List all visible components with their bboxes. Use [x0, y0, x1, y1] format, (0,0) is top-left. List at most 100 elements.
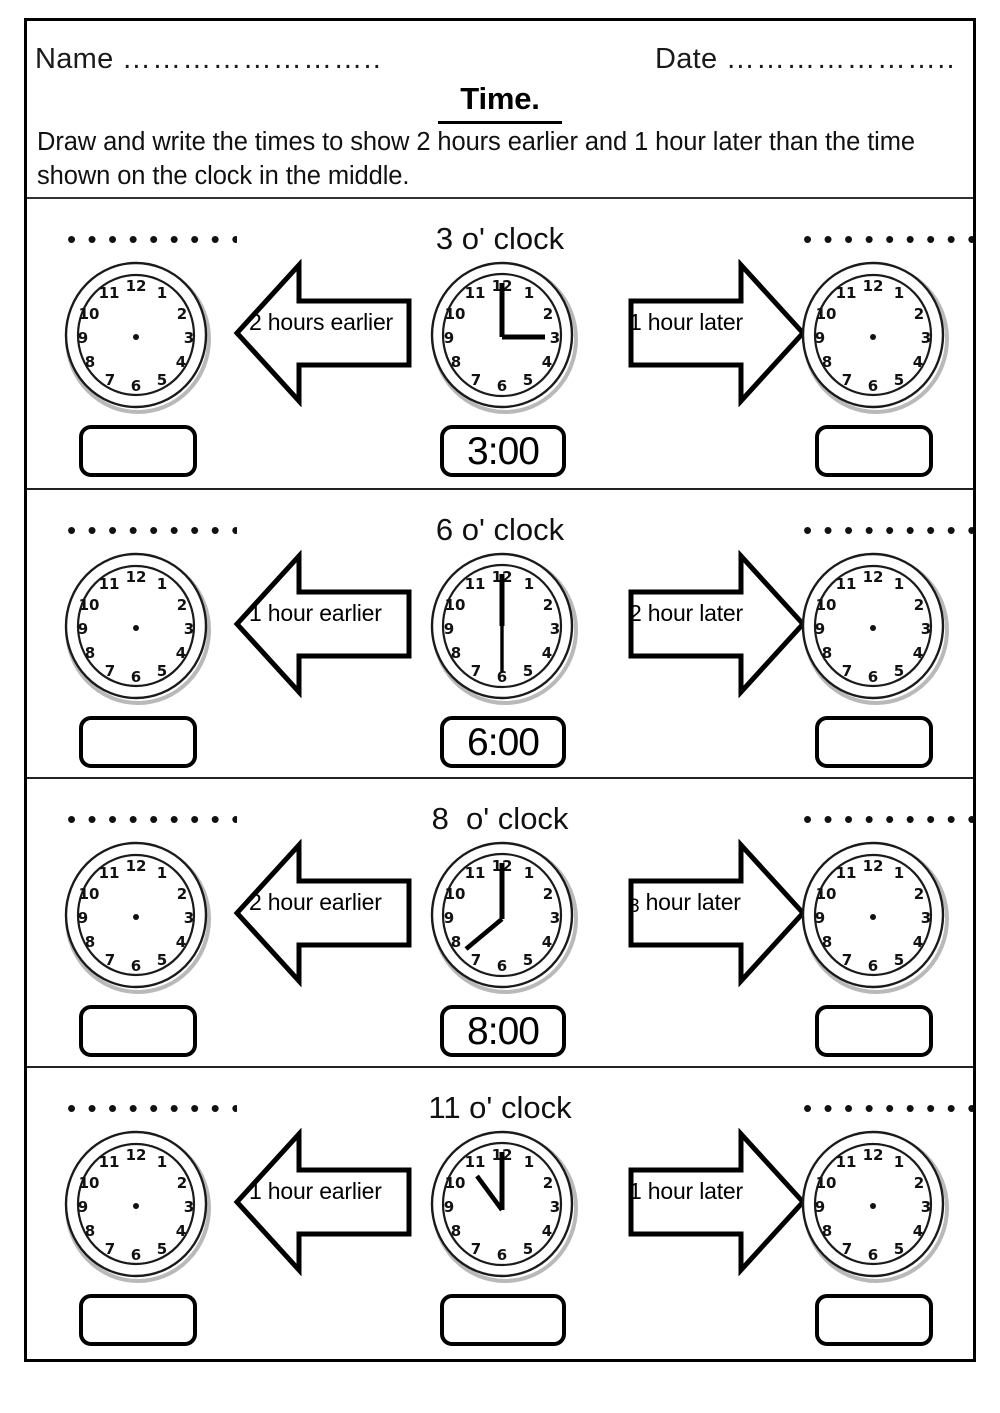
svg-text:2: 2	[914, 305, 924, 323]
svg-text:2: 2	[543, 596, 553, 614]
write-time-dotted-line[interactable]: • • • • • • • • • • • • • • • • • •	[803, 229, 973, 249]
svg-text:6: 6	[131, 377, 141, 395]
write-time-dotted-line[interactable]: • • • • • • • • • • • • • • • • • •	[803, 520, 973, 540]
name-label-text: Name	[35, 43, 114, 75]
date-field[interactable]: Date …………………..	[655, 43, 956, 76]
svg-text:7: 7	[105, 1240, 115, 1258]
svg-text:5: 5	[157, 662, 167, 680]
svg-text:4: 4	[542, 1222, 552, 1240]
write-time-dotted-line[interactable]: • • • • • • • • • • • • • • • • • •	[803, 1098, 973, 1118]
svg-text:11: 11	[99, 1153, 120, 1171]
svg-text:3: 3	[184, 909, 194, 927]
arrow-left: 2 hour earlier	[233, 839, 425, 987]
answer-box[interactable]	[815, 716, 933, 768]
svg-text:9: 9	[78, 329, 88, 347]
svg-text:3: 3	[921, 620, 931, 638]
svg-text:1: 1	[894, 575, 904, 593]
svg-text:4: 4	[176, 644, 186, 662]
answer-cell-later: • • • • • • • • • • • • • • • • • • 121 …	[779, 520, 973, 770]
write-time-dotted-line[interactable]: • • • • • • • • • • • • • • • • • •	[67, 520, 237, 540]
svg-text:6: 6	[868, 668, 878, 686]
svg-text:8: 8	[822, 1222, 832, 1240]
answer-box[interactable]	[815, 1294, 933, 1346]
svg-text:7: 7	[105, 371, 115, 389]
svg-text:5: 5	[523, 662, 533, 680]
answer-box[interactable]	[815, 1005, 933, 1057]
write-time-dotted-line[interactable]: • • • • • • • • • • • • • • • • • •	[803, 809, 973, 829]
svg-text:11: 11	[465, 284, 486, 302]
answer-box[interactable]	[440, 1294, 566, 1346]
svg-text:9: 9	[444, 909, 454, 927]
svg-text:7: 7	[471, 1240, 481, 1258]
svg-text:12: 12	[126, 568, 147, 586]
svg-text:7: 7	[842, 1240, 852, 1258]
svg-text:9: 9	[815, 1198, 825, 1216]
svg-text:8: 8	[822, 644, 832, 662]
write-time-dotted-line[interactable]: • • • • • • • • • • • • • • • • • •	[67, 1098, 237, 1118]
svg-text:9: 9	[815, 620, 825, 638]
svg-text:10: 10	[79, 885, 100, 903]
arrow-left: 1 hour earlier	[233, 1128, 425, 1276]
row-title: 3 o' clock	[435, 221, 565, 256]
answer-box[interactable]	[79, 425, 197, 477]
svg-text:11: 11	[836, 864, 857, 882]
svg-text:5: 5	[157, 951, 167, 969]
svg-text:4: 4	[542, 644, 552, 662]
arrow-left-label: 1 hour earlier	[249, 600, 429, 627]
svg-text:8: 8	[85, 933, 95, 951]
problem-row: 3 o' clock • • • • • • • • • • • • • • •…	[27, 199, 973, 488]
svg-text:10: 10	[445, 1174, 466, 1192]
svg-text:8: 8	[451, 644, 461, 662]
svg-text:6: 6	[131, 957, 141, 975]
svg-text:2: 2	[543, 305, 553, 323]
arrow-right-label: 1 hour later	[629, 309, 789, 336]
svg-text:10: 10	[816, 305, 837, 323]
answer-cell-earlier: • • • • • • • • • • • • • • • • • • 121 …	[43, 520, 237, 770]
date-dotted-line: …………………..	[725, 43, 956, 75]
answer-box[interactable]	[815, 425, 933, 477]
arrow-right-text: 1 hour later	[629, 1178, 743, 1204]
arrow-right-text: hour later	[645, 889, 741, 915]
svg-text:1: 1	[894, 864, 904, 882]
digital-time-box: 8:00	[440, 1005, 566, 1057]
arrow-left: 2 hours earlier	[233, 259, 425, 407]
write-time-dotted-line[interactable]: • • • • • • • • • • • • • • • • • •	[67, 809, 237, 829]
answer-box[interactable]	[79, 1005, 197, 1057]
worksheet-header: Name …………………….. Date ………………….. Time. Dra…	[27, 21, 973, 199]
svg-text:4: 4	[176, 933, 186, 951]
svg-text:3: 3	[921, 909, 931, 927]
answer-box[interactable]	[79, 1294, 197, 1346]
svg-text:9: 9	[78, 1198, 88, 1216]
svg-text:4: 4	[913, 1222, 923, 1240]
svg-text:4: 4	[542, 933, 552, 951]
digital-time-box: 3:00	[440, 425, 566, 477]
svg-text:7: 7	[105, 662, 115, 680]
svg-text:11: 11	[836, 1153, 857, 1171]
svg-text:3: 3	[184, 1198, 194, 1216]
svg-text:1: 1	[157, 1153, 167, 1171]
svg-text:8: 8	[822, 933, 832, 951]
answer-box[interactable]	[79, 716, 197, 768]
svg-text:10: 10	[445, 596, 466, 614]
svg-text:12: 12	[126, 857, 147, 875]
svg-text:10: 10	[816, 1174, 837, 1192]
svg-text:1: 1	[157, 284, 167, 302]
arrow-right: 2 hour later	[615, 550, 807, 698]
svg-text:9: 9	[444, 329, 454, 347]
write-time-dotted-line[interactable]: • • • • • • • • • • • • • • • • • •	[67, 229, 237, 249]
answer-cell-earlier: • • • • • • • • • • • • • • • • • • 121 …	[43, 1098, 237, 1348]
svg-text:2: 2	[177, 1174, 187, 1192]
name-field[interactable]: Name ……………………..	[35, 43, 382, 76]
svg-text:11: 11	[836, 284, 857, 302]
svg-text:5: 5	[157, 1240, 167, 1258]
